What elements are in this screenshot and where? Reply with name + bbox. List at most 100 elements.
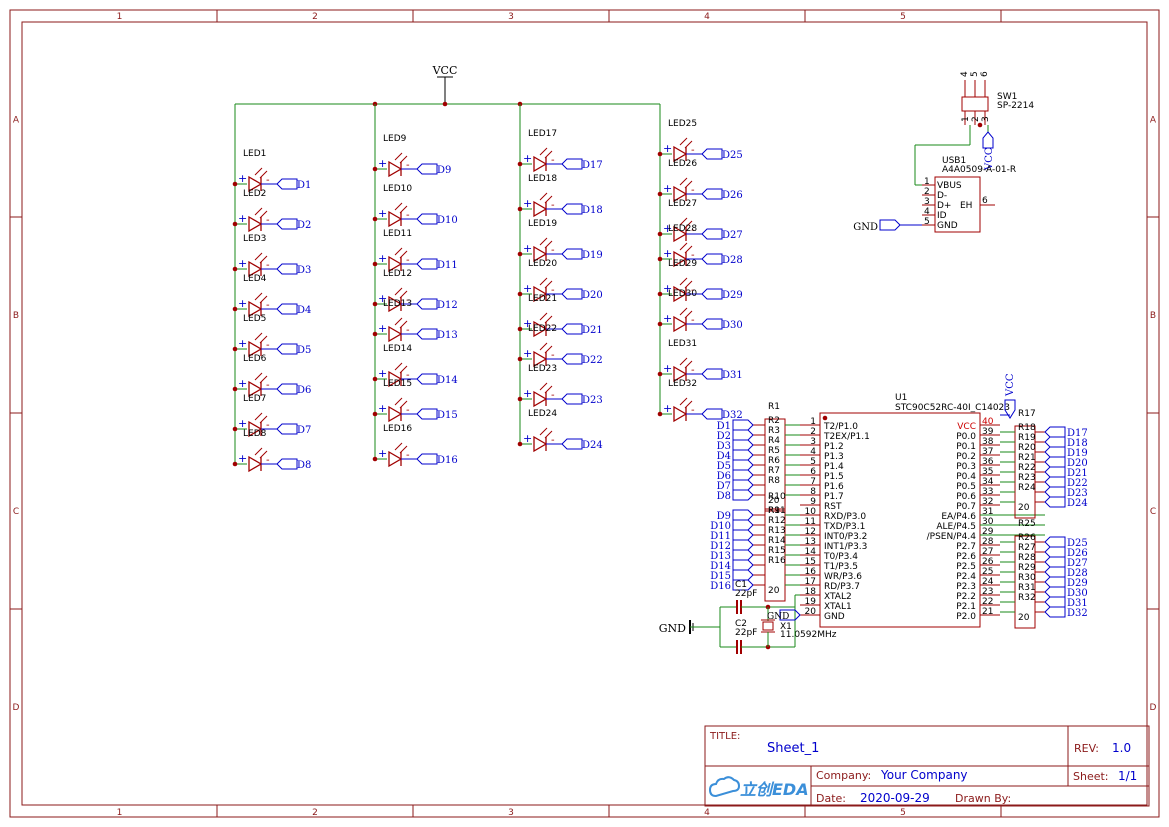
sheet-number: 1/1 — [1118, 769, 1137, 783]
mcu-pin-name: P1.2 — [824, 442, 844, 452]
resistor-ref: R2 — [768, 416, 780, 426]
net-label: D16 — [710, 581, 731, 592]
led-emit-arrow-icon — [539, 192, 548, 201]
mcu-pin-name: P2.2 — [956, 592, 976, 602]
led-ref-label: LED20 — [528, 259, 557, 269]
switch-pin-number: 4 — [960, 71, 970, 77]
led-net-label: D9 — [437, 165, 451, 176]
mcu-pin-number: 32 — [982, 497, 993, 507]
led-net-label: D14 — [437, 375, 458, 386]
net-flag-icon — [1044, 596, 1066, 608]
led-emit-arrow-icon — [254, 372, 263, 381]
junction-dot — [372, 216, 378, 222]
resistor-ref: R17 — [1018, 409, 1036, 419]
mcu-pin-name: P0.4 — [956, 472, 976, 482]
net-flag-icon — [561, 288, 583, 300]
net-flag-icon — [1044, 456, 1066, 468]
mcu-pin-name: EA/P4.6 — [941, 512, 976, 522]
net-flag-icon — [732, 579, 754, 591]
led-diode-icon — [248, 215, 263, 233]
resistor-net-label: D18 — [1067, 438, 1088, 449]
mcu-pin-name: P1.5 — [824, 472, 844, 482]
led-emit-arrow-icon — [254, 252, 263, 261]
led-net-label: D27 — [722, 230, 743, 241]
led-ref-label: LED32 — [668, 379, 697, 389]
led-minus-mark: - — [266, 215, 270, 226]
led-diode-icon — [388, 210, 403, 228]
outer-border — [9, 9, 1160, 818]
net-flag-icon — [416, 453, 438, 465]
led-minus-mark: - — [266, 455, 270, 466]
mcu-pin-number: 7 — [810, 477, 816, 487]
column-marker: 5 — [900, 12, 906, 22]
resistor-ref: R23 — [1018, 473, 1036, 483]
led-ref-label: LED3 — [243, 234, 266, 244]
led-minus-mark: - — [551, 155, 555, 166]
led-plus-mark: + — [378, 447, 387, 460]
led-ref-label: LED1 — [243, 149, 266, 159]
led-emit-arrow-icon — [684, 310, 693, 319]
resistor-ref: R19 — [1018, 433, 1036, 443]
junction-dot — [372, 376, 378, 382]
resistor-ref: R28 — [1018, 553, 1036, 563]
led-emit-arrow-icon — [254, 412, 263, 421]
led-diode-icon — [673, 315, 688, 333]
mcu-pin-name: XTAL2 — [824, 592, 852, 602]
led-plus-mark: + — [378, 157, 387, 170]
led-net-label: D29 — [722, 290, 743, 301]
led-diode-icon — [388, 450, 403, 468]
led-plus-mark: + — [523, 152, 532, 165]
resistor-ref: R7 — [768, 466, 780, 476]
led-net-label: D5 — [297, 345, 311, 356]
led-minus-mark: - — [551, 200, 555, 211]
led-emit-arrow-icon — [259, 210, 268, 219]
row-marker: B — [1150, 311, 1156, 321]
led-ref-label: LED21 — [528, 294, 557, 304]
usb-pin-name: GND — [937, 221, 958, 231]
led-net-label: D13 — [437, 330, 458, 341]
led-net-label: D6 — [297, 385, 311, 396]
led-ref-label: LED6 — [243, 354, 267, 364]
date-label: Date: — [816, 792, 846, 805]
cloud-icon — [708, 776, 741, 798]
junction-dot — [232, 181, 238, 187]
resistor-ref: R15 — [768, 546, 786, 556]
led-diode-icon — [673, 365, 688, 383]
mcu-pin-name: P0.6 — [956, 492, 976, 502]
led-emit-arrow-icon — [259, 415, 268, 424]
led-minus-mark: - — [551, 390, 555, 401]
net-label: D9 — [717, 511, 731, 522]
led-emit-arrow-icon — [544, 315, 553, 324]
net-label: D1 — [717, 421, 731, 432]
usb-pin-number: 6 — [982, 196, 988, 206]
row-marker: B — [13, 311, 19, 321]
led-plus-mark: + — [378, 207, 387, 220]
rev-label: REV: — [1074, 742, 1099, 755]
led-emit-arrow-icon — [679, 397, 688, 406]
c2-value: 22pF — [735, 628, 757, 638]
junction-dot — [442, 101, 448, 107]
mcu-pin-number: 27 — [982, 547, 993, 557]
junction-dot — [517, 206, 523, 212]
led-net-label: D32 — [722, 410, 743, 421]
led-minus-mark: - — [266, 340, 270, 351]
mcu-pin-name: P1.4 — [824, 462, 844, 472]
resistor-ref: R24 — [1018, 483, 1036, 493]
drawn-by-label: Drawn By: — [955, 792, 1011, 805]
resistor-array-3: R17R18R19R20R21R22R23R2420D17D18D19D20D2… — [1000, 409, 1088, 519]
net-flag-icon — [1044, 606, 1066, 618]
mcu-pin-number: 20 — [805, 607, 817, 617]
net-flag-icon — [732, 459, 754, 471]
led-minus-mark: - — [691, 145, 695, 156]
led-ref-label: LED13 — [383, 299, 412, 309]
row-marker: A — [1150, 116, 1157, 126]
led-diode-icon — [673, 185, 688, 203]
net-flag-icon — [1044, 476, 1066, 488]
mcu-pin-name: GND — [824, 612, 845, 622]
junction-dot — [517, 161, 523, 167]
net-flag-icon — [732, 479, 754, 491]
